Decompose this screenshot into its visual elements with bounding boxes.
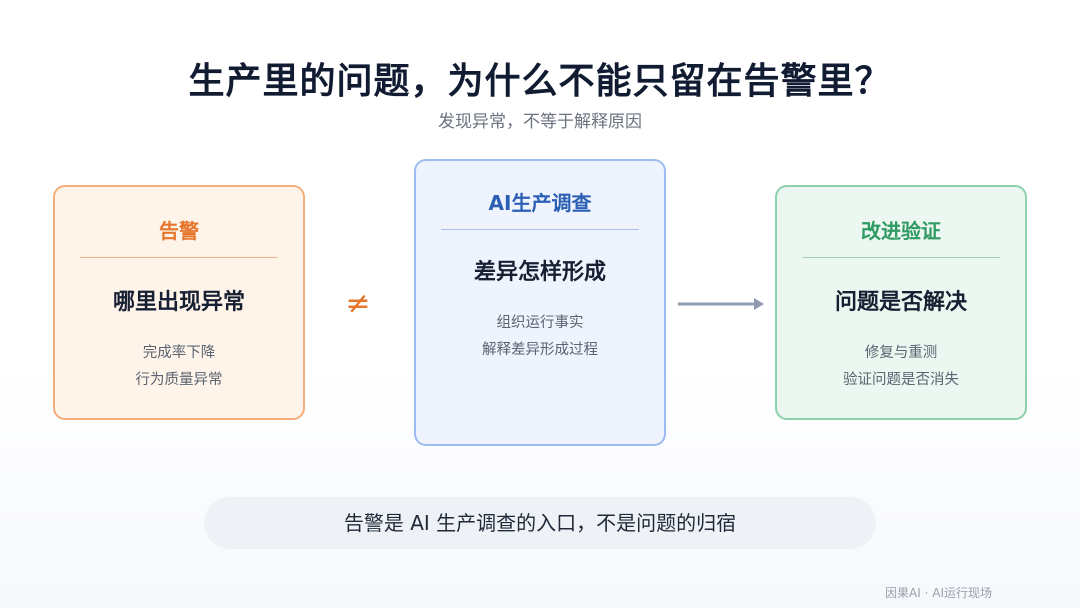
- ai-investigation-card: AI生产调查 差异怎样形成 组织运行事实 解释差异形成过程: [414, 159, 666, 446]
- alert-card-details: 完成率下降 行为质量异常: [55, 340, 303, 394]
- ai-card-divider: [441, 229, 639, 230]
- right-arrow-icon: [678, 298, 764, 310]
- verify-card-divider: [802, 257, 1000, 258]
- alert-card-heading: 告警: [159, 219, 199, 243]
- verify-card-details: 修复与重测 验证问题是否消失: [777, 340, 1025, 394]
- alert-card: 告警 哪里出现异常 完成率下降 行为质量异常: [53, 185, 305, 420]
- ai-card-detail: 组织运行事实: [496, 315, 584, 331]
- alert-card-main: 哪里出现异常: [112, 290, 245, 315]
- footer-brand: 因果AI · AI运行现场: [885, 586, 992, 600]
- verify-card-main: 问题是否解决: [834, 290, 967, 315]
- verification-card: 改进验证 问题是否解决 修复与重测 验证问题是否消失: [775, 185, 1027, 420]
- verify-card-detail: 修复与重测: [864, 345, 938, 361]
- ai-card-details: 组织运行事实 解释差异形成过程: [416, 310, 664, 364]
- alert-card-divider: [80, 257, 278, 258]
- alert-card-detail: 完成率下降: [142, 345, 216, 361]
- not-equal-icon: ≠: [345, 286, 371, 321]
- page-subtitle: 发现异常，不等于解释原因: [438, 112, 642, 132]
- conclusion-banner: 告警是 AI 生产调查的入口，不是问题的归宿: [204, 497, 876, 549]
- ai-card-heading: AI生产调查: [488, 191, 592, 215]
- ai-card-main: 差异怎样形成: [473, 260, 606, 285]
- page-title: 生产里的问题，为什么不能只留在告警里？: [188, 61, 892, 102]
- verify-card-detail: 验证问题是否消失: [843, 372, 959, 388]
- verify-card-heading: 改进验证: [861, 219, 941, 243]
- alert-card-detail: 行为质量异常: [135, 372, 223, 388]
- ai-card-detail: 解释差异形成过程: [482, 342, 598, 358]
